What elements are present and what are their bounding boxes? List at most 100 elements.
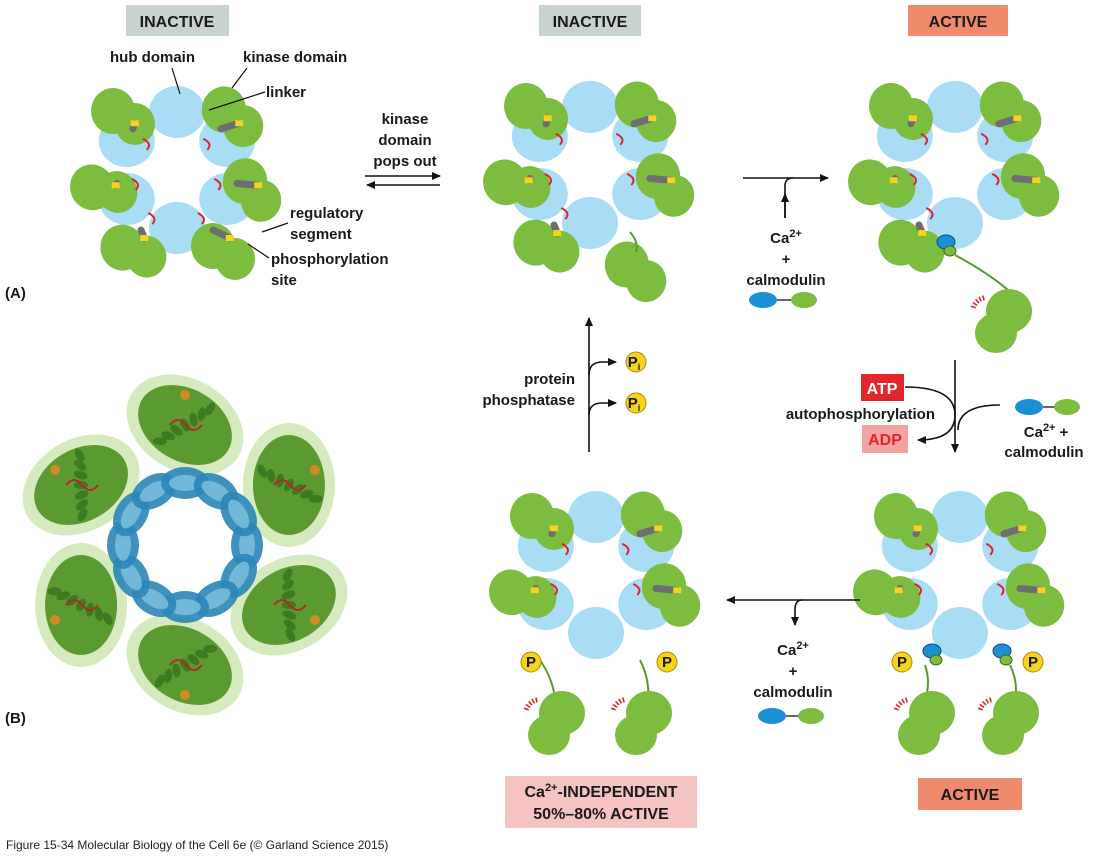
- calmodulin-icon: [1015, 399, 1080, 415]
- active-site-marks: [971, 296, 984, 308]
- svg-text:P: P: [526, 654, 536, 671]
- svg-text:+: +: [789, 663, 798, 680]
- holoenzyme-active-calmodulin-bound: [842, 78, 1071, 353]
- phosphorylation-site: [914, 525, 922, 531]
- label-phosphorylation: phosphorylation: [271, 251, 389, 268]
- phosphorylation-site: [673, 587, 681, 593]
- label-phosphorylation-2: site: [271, 272, 297, 289]
- phosphorylation-site: [235, 120, 243, 126]
- hub-domain: [568, 491, 624, 543]
- phosphorylation-site: [226, 235, 234, 241]
- phosphorylation-site: [112, 182, 120, 188]
- svg-text:calmodulin: calmodulin: [1004, 444, 1083, 461]
- svg-text:50%–80% ACTIVE: 50%–80% ACTIVE: [533, 806, 669, 823]
- calmodulin-icon: [758, 708, 824, 724]
- phosphate-icon: P: [1023, 652, 1043, 672]
- panel-label-a: (A): [5, 285, 26, 302]
- hub-domain: [568, 607, 624, 659]
- active-site-marks: [611, 698, 624, 710]
- state-badge-inactive-1: INACTIVE: [126, 5, 229, 36]
- svg-text:protein: protein: [524, 371, 575, 388]
- label-regulatory: regulatory: [290, 205, 364, 222]
- figure-caption: Figure 15-34 Molecular Biology of the Ce…: [6, 838, 388, 852]
- svg-text:+: +: [782, 251, 791, 268]
- svg-text:Ca2+: Ca2+: [777, 640, 809, 659]
- phosphorylation-site: [550, 525, 558, 531]
- active-site-marks: [524, 698, 537, 710]
- svg-text:kinase: kinase: [382, 111, 429, 128]
- holoenzyme-inactive-closed: [64, 83, 293, 285]
- phosphorylation-site: [909, 115, 917, 121]
- active-site-marks: [978, 698, 991, 710]
- label-linker: linker: [266, 84, 306, 101]
- step-kinase-pops-out: kinase domain pops out: [365, 111, 440, 185]
- svg-text:pops out: pops out: [373, 153, 436, 170]
- svg-text:domain: domain: [378, 132, 431, 149]
- step-protein-phosphatase: protein phosphatase Pi Pi: [482, 318, 646, 452]
- hub-domain: [562, 81, 618, 133]
- svg-text:P: P: [1028, 654, 1038, 671]
- phosphorylation-site: [895, 587, 903, 593]
- step-calmodulin-release: Ca2+ + calmodulin: [727, 600, 860, 724]
- phosphorylation-site: [525, 177, 533, 183]
- phosphate-icon: Pi: [626, 352, 646, 372]
- phosphate-icon: P: [521, 652, 541, 672]
- svg-text:ACTIVE: ACTIVE: [941, 787, 1000, 804]
- calmodulin-bound: [923, 644, 942, 665]
- phosphorylation-site: [544, 115, 552, 121]
- label-regulatory-2: segment: [290, 226, 352, 243]
- svg-text:ACTIVE: ACTIVE: [929, 14, 988, 31]
- svg-text:INACTIVE: INACTIVE: [140, 14, 215, 31]
- phosphorylation-site: [553, 230, 561, 236]
- active-site-marks: [894, 698, 907, 710]
- svg-text:calmodulin: calmodulin: [753, 684, 832, 701]
- holoenzyme-inactive-popped: [477, 78, 706, 305]
- svg-text:ATP: ATP: [867, 381, 898, 398]
- linker: [955, 255, 1008, 290]
- phosphate-icon: Pi: [626, 393, 646, 413]
- svg-text:INACTIVE: INACTIVE: [553, 14, 628, 31]
- panel-label-b: (B): [5, 710, 26, 727]
- state-badge-inactive-2: INACTIVE: [539, 5, 641, 36]
- crystal-structure-image: [4, 354, 365, 736]
- hub-domain: [149, 86, 205, 138]
- label-kinase-domain: kinase domain: [243, 49, 347, 66]
- central-pore: [155, 515, 215, 575]
- calmodulin-icon: [749, 292, 817, 308]
- hub-domain: [927, 81, 983, 133]
- phosphorylation-site: [131, 120, 139, 126]
- phosphorylation-site: [254, 182, 262, 188]
- phosphorylation-site: [1032, 177, 1040, 183]
- svg-text:calmodulin: calmodulin: [746, 272, 825, 289]
- phosphorylation-site: [890, 177, 898, 183]
- phosphorylation-site: [654, 525, 662, 531]
- step-calmodulin-binding: Ca2+ + calmodulin: [743, 178, 828, 308]
- phosphate-icon: P: [892, 652, 912, 672]
- state-badge-ca-independent: Ca2+-INDEPENDENT 50%–80% ACTIVE: [505, 776, 697, 828]
- phosphorylation-site: [1018, 525, 1026, 531]
- phosphorylation-site: [918, 230, 926, 236]
- svg-text:Ca2+: Ca2+: [770, 228, 802, 247]
- phosphorylation-site: [1013, 115, 1021, 121]
- hub-domain: [932, 491, 988, 543]
- phosphorylation-site: [1037, 587, 1045, 593]
- phosphorylation-site: [531, 587, 539, 593]
- label-hub-domain: hub domain: [110, 49, 195, 66]
- phosphorylation-site: [667, 177, 675, 183]
- phosphorylation-site: [140, 235, 148, 241]
- svg-text:autophosphorylation: autophosphorylation: [786, 406, 935, 423]
- phosphorylation-site: [648, 115, 656, 121]
- state-badge-active-1: ACTIVE: [908, 5, 1008, 36]
- step-autophosphorylation: ATP ADP autophosphorylation Ca2++ calmod…: [786, 360, 1084, 461]
- svg-text:ADP: ADP: [868, 432, 902, 449]
- phosphate-icon: P: [657, 652, 677, 672]
- svg-text:Ca2++: Ca2++: [1024, 422, 1069, 441]
- svg-text:phosphatase: phosphatase: [482, 392, 575, 409]
- svg-text:P: P: [662, 654, 672, 671]
- state-badge-active-2: ACTIVE: [918, 778, 1022, 810]
- calmodulin-bound: [993, 644, 1012, 665]
- svg-text:P: P: [897, 654, 907, 671]
